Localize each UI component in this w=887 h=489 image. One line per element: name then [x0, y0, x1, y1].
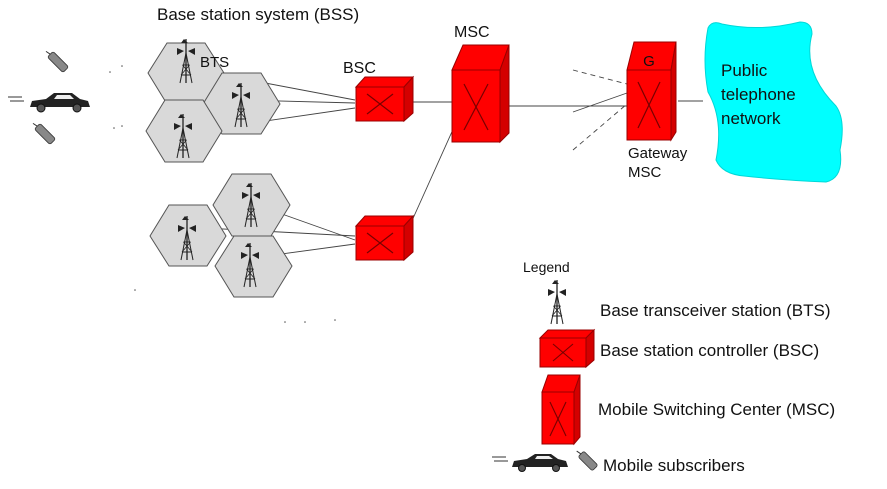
public-network-line1: Public — [721, 61, 768, 80]
legend-title: Legend — [523, 259, 570, 275]
mobile-subscribers-group — [8, 50, 90, 145]
legend-bsc-label: Base station controller (BSC) — [600, 341, 819, 360]
gateway-label-line1: Gateway — [628, 145, 688, 162]
gateway-msc-box: G — [626, 41, 677, 142]
legend: Legend Base transceiver station (BTS) Ba… — [492, 259, 835, 475]
car-icon — [492, 454, 568, 472]
legend-msc-icon — [541, 374, 581, 446]
bts-label: BTS — [200, 54, 229, 71]
msc-box — [451, 44, 510, 144]
bss-cell-cluster-upper — [145, 38, 281, 163]
bsc-label: BSC — [343, 60, 376, 77]
legend-msc-label: Mobile Switching Center (MSC) — [598, 400, 835, 419]
cell-hexagon — [214, 235, 293, 298]
bsc-lower — [355, 215, 414, 261]
car-icon — [8, 93, 90, 113]
gateway-letter: G — [643, 53, 655, 70]
bsc-upper — [355, 76, 414, 122]
public-network-line3: network — [721, 109, 781, 128]
public-network-cloud — [704, 21, 843, 183]
public-network-line2: telephone — [721, 85, 796, 104]
bss-cell-cluster-lower — [149, 173, 293, 298]
faint-dots — [109, 65, 336, 323]
gateway-label-line2: MSC — [628, 164, 662, 181]
phone-icon — [45, 50, 69, 73]
legend-bts-label: Base transceiver station (BTS) — [600, 301, 831, 320]
phone-icon — [576, 450, 598, 471]
bss-label: Base station system (BSS) — [157, 5, 359, 24]
legend-subscribers-label: Mobile subscribers — [603, 456, 745, 475]
msc-label: MSC — [454, 24, 490, 41]
phone-icon — [32, 122, 56, 145]
legend-bsc-icon — [538, 328, 596, 369]
tower-icon — [547, 279, 567, 325]
